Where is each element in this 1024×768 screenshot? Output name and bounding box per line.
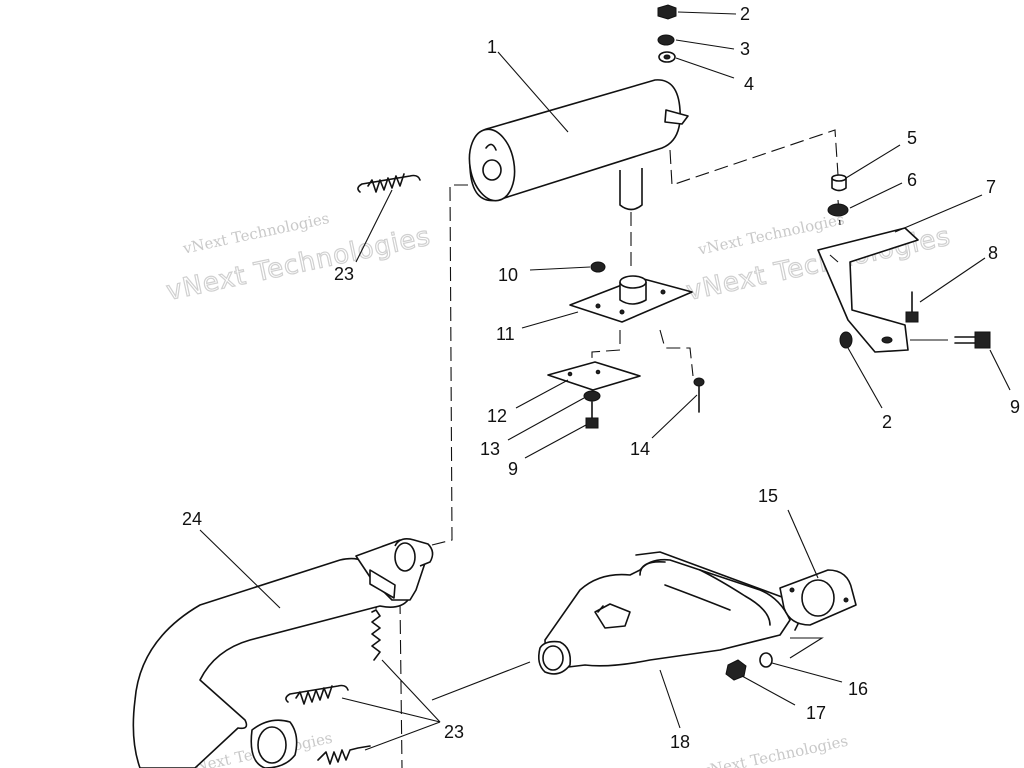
mount-plate-part-11 — [569, 275, 693, 323]
label-part-7: 7 — [986, 177, 996, 197]
gasket-part-15 — [779, 569, 857, 626]
nut-part-2-top — [657, 4, 677, 20]
washer-part-16 — [759, 652, 773, 668]
bolt-part-9-middle — [585, 401, 599, 429]
bolt-part-9-right — [954, 331, 991, 349]
leader-lines — [199, 11, 1011, 751]
grommet-part-6 — [827, 203, 849, 217]
label-part-23-bottom: 23 — [444, 722, 464, 742]
spring-part-23-top — [357, 173, 421, 193]
washer-part-3 — [657, 34, 675, 46]
bracket-part-12 — [547, 361, 641, 391]
label-part-14: 14 — [630, 439, 650, 459]
label-part-11: 11 — [496, 324, 515, 344]
watermark-top-right: vNext Technologies vNext Technologies — [683, 210, 954, 307]
label-part-10: 10 — [498, 265, 518, 285]
label-part-12: 12 — [487, 406, 507, 426]
grommet-part-5 — [831, 174, 847, 192]
label-part-15: 15 — [758, 486, 778, 506]
label-part-13: 13 — [480, 439, 500, 459]
label-part-1: 1 — [487, 37, 497, 57]
label-part-3: 3 — [740, 39, 750, 59]
bracket-part-7 — [817, 227, 919, 353]
watermark-text: vNext Technologies — [699, 732, 849, 768]
washer-part-4 — [658, 51, 676, 63]
label-part-4: 4 — [744, 74, 754, 94]
watermark-top-left: vNext Technologies vNext Technologies — [163, 209, 434, 307]
label-part-18: 18 — [670, 732, 690, 752]
label-part-9-middle: 9 — [508, 459, 518, 479]
exhaust-pipe-part-24 — [132, 538, 434, 768]
label-part-2-lower: 2 — [882, 412, 892, 432]
label-part-17: 17 — [806, 703, 826, 723]
watermark-bottom-right: vNext Technologies — [699, 732, 849, 768]
part-labels: 1 2 3 4 5 6 7 8 2 9 10 11 12 13 9 14 15 … — [182, 4, 1020, 752]
muffler-part-1 — [468, 79, 689, 211]
washer-part-13 — [583, 390, 601, 402]
bolt-part-8 — [905, 291, 919, 323]
label-part-2: 2 — [740, 4, 750, 24]
nut-part-2-lower — [839, 331, 853, 349]
label-part-9-right: 9 — [1010, 397, 1020, 417]
spring-part-23-vertical — [371, 598, 381, 661]
spring-part-23-middle — [285, 684, 349, 705]
label-part-16: 16 — [848, 679, 868, 699]
label-part-23-top: 23 — [334, 264, 354, 284]
label-part-24: 24 — [182, 509, 202, 529]
assembly-lines — [399, 129, 948, 768]
spring-part-23-bottom — [317, 745, 371, 765]
label-part-6: 6 — [907, 170, 917, 190]
nut-part-10 — [590, 261, 606, 273]
label-part-5: 5 — [907, 128, 917, 148]
nut-part-17 — [725, 659, 747, 681]
screw-part-14 — [693, 377, 705, 413]
label-part-8: 8 — [988, 243, 998, 263]
